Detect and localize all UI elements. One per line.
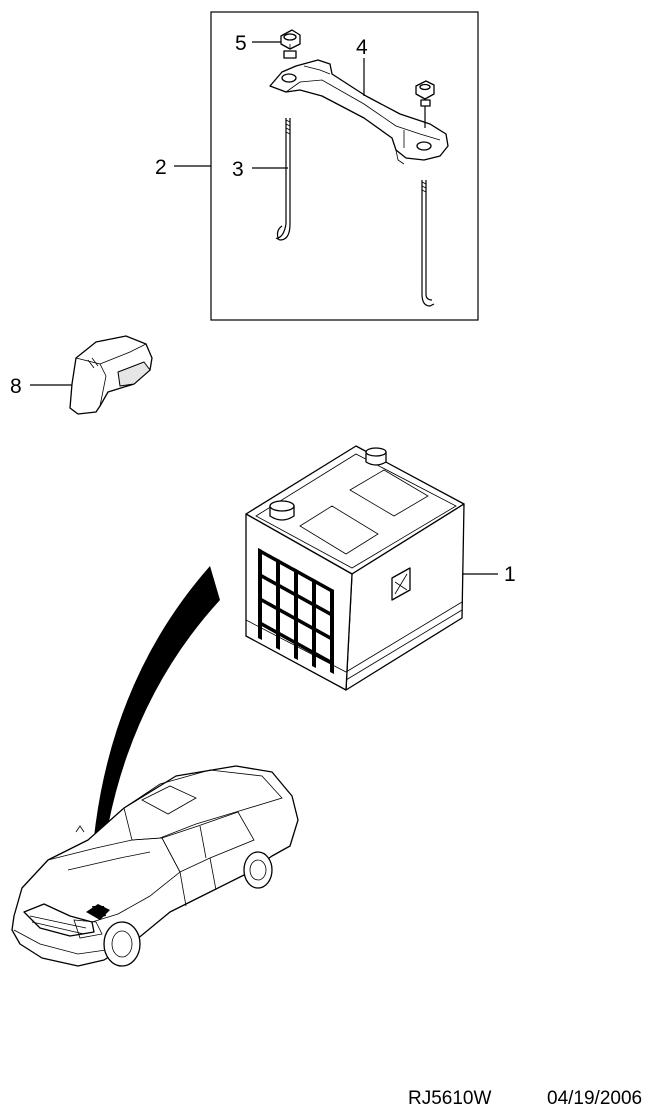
- drawing-code: RJ5610W: [408, 1088, 491, 1109]
- nut-part-right: [415, 80, 435, 128]
- kit-frame: [210, 11, 479, 321]
- callout-8: 8: [10, 375, 22, 398]
- nut-part: [280, 29, 301, 59]
- callout-5: 5: [235, 32, 247, 55]
- vehicle-illustration: [11, 765, 299, 967]
- callout-2: 2: [155, 156, 167, 179]
- callout-3: 3: [232, 158, 244, 181]
- clamp-bracket-part: [269, 59, 449, 165]
- drawing-date: 04/19/2006: [547, 1088, 642, 1109]
- callout-4: 4: [356, 36, 368, 59]
- j-bolt-right-part: [421, 180, 435, 307]
- location-arrow: [90, 566, 220, 904]
- callout-1: 1: [504, 563, 516, 586]
- battery-part: [245, 445, 465, 691]
- terminal-cover-part: [69, 335, 153, 415]
- j-bolt-left-part: [275, 118, 291, 241]
